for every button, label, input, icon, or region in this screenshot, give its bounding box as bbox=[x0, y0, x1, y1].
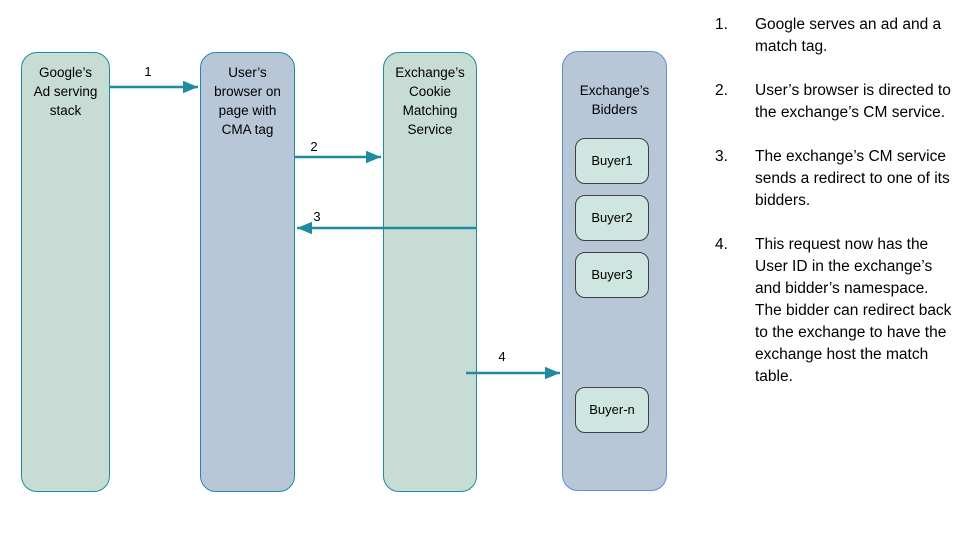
arrow-2-label: 2 bbox=[310, 139, 318, 154]
step-1-text: Google serves an ad and a match tag. bbox=[755, 16, 942, 55]
arrow-3-label: 3 bbox=[313, 209, 321, 224]
arrow-1-label: 1 bbox=[144, 64, 152, 79]
steps-list: 1. Google serves an ad and a match tag. … bbox=[712, 14, 954, 410]
arrow-4-label: 4 bbox=[498, 349, 506, 364]
step-2-text: User’s browser is directed to the exchan… bbox=[755, 82, 951, 121]
node-exchange-cookie-matching-service: Exchange’s Cookie Matching Service bbox=[383, 52, 477, 492]
step-4-text: This request now has the User ID in the … bbox=[755, 236, 952, 385]
step-item-4: 4. This request now has the User ID in t… bbox=[712, 234, 954, 388]
step-1-number: 1. bbox=[715, 16, 728, 33]
step-2-number: 2. bbox=[715, 82, 728, 99]
node-user-browser: User’s browser on page with CMA tag bbox=[200, 52, 295, 492]
step-3-text: The exchange’s CM service sends a redire… bbox=[755, 148, 950, 209]
node-google-ad-serving-stack: Google’s Ad serving stack bbox=[21, 52, 110, 492]
step-item-1: 1. Google serves an ad and a match tag. bbox=[712, 14, 954, 58]
buyer-2-box: Buyer2 bbox=[575, 195, 649, 241]
step-3-number: 3. bbox=[715, 148, 728, 165]
node-exchange-bidders: Exchange’s Bidders Buyer1 Buyer2 Buyer3 … bbox=[562, 51, 667, 491]
step-item-2: 2. User’s browser is directed to the exc… bbox=[712, 80, 954, 124]
node-exchange-bidders-label: Exchange’s Bidders bbox=[579, 83, 650, 117]
buyer-1-box: Buyer1 bbox=[575, 138, 649, 184]
step-4-number: 4. bbox=[715, 236, 728, 253]
buyer-3-box: Buyer3 bbox=[575, 252, 649, 298]
step-item-3: 3. The exchange’s CM service sends a red… bbox=[712, 146, 954, 212]
buyer-n-box: Buyer-n bbox=[575, 387, 649, 433]
